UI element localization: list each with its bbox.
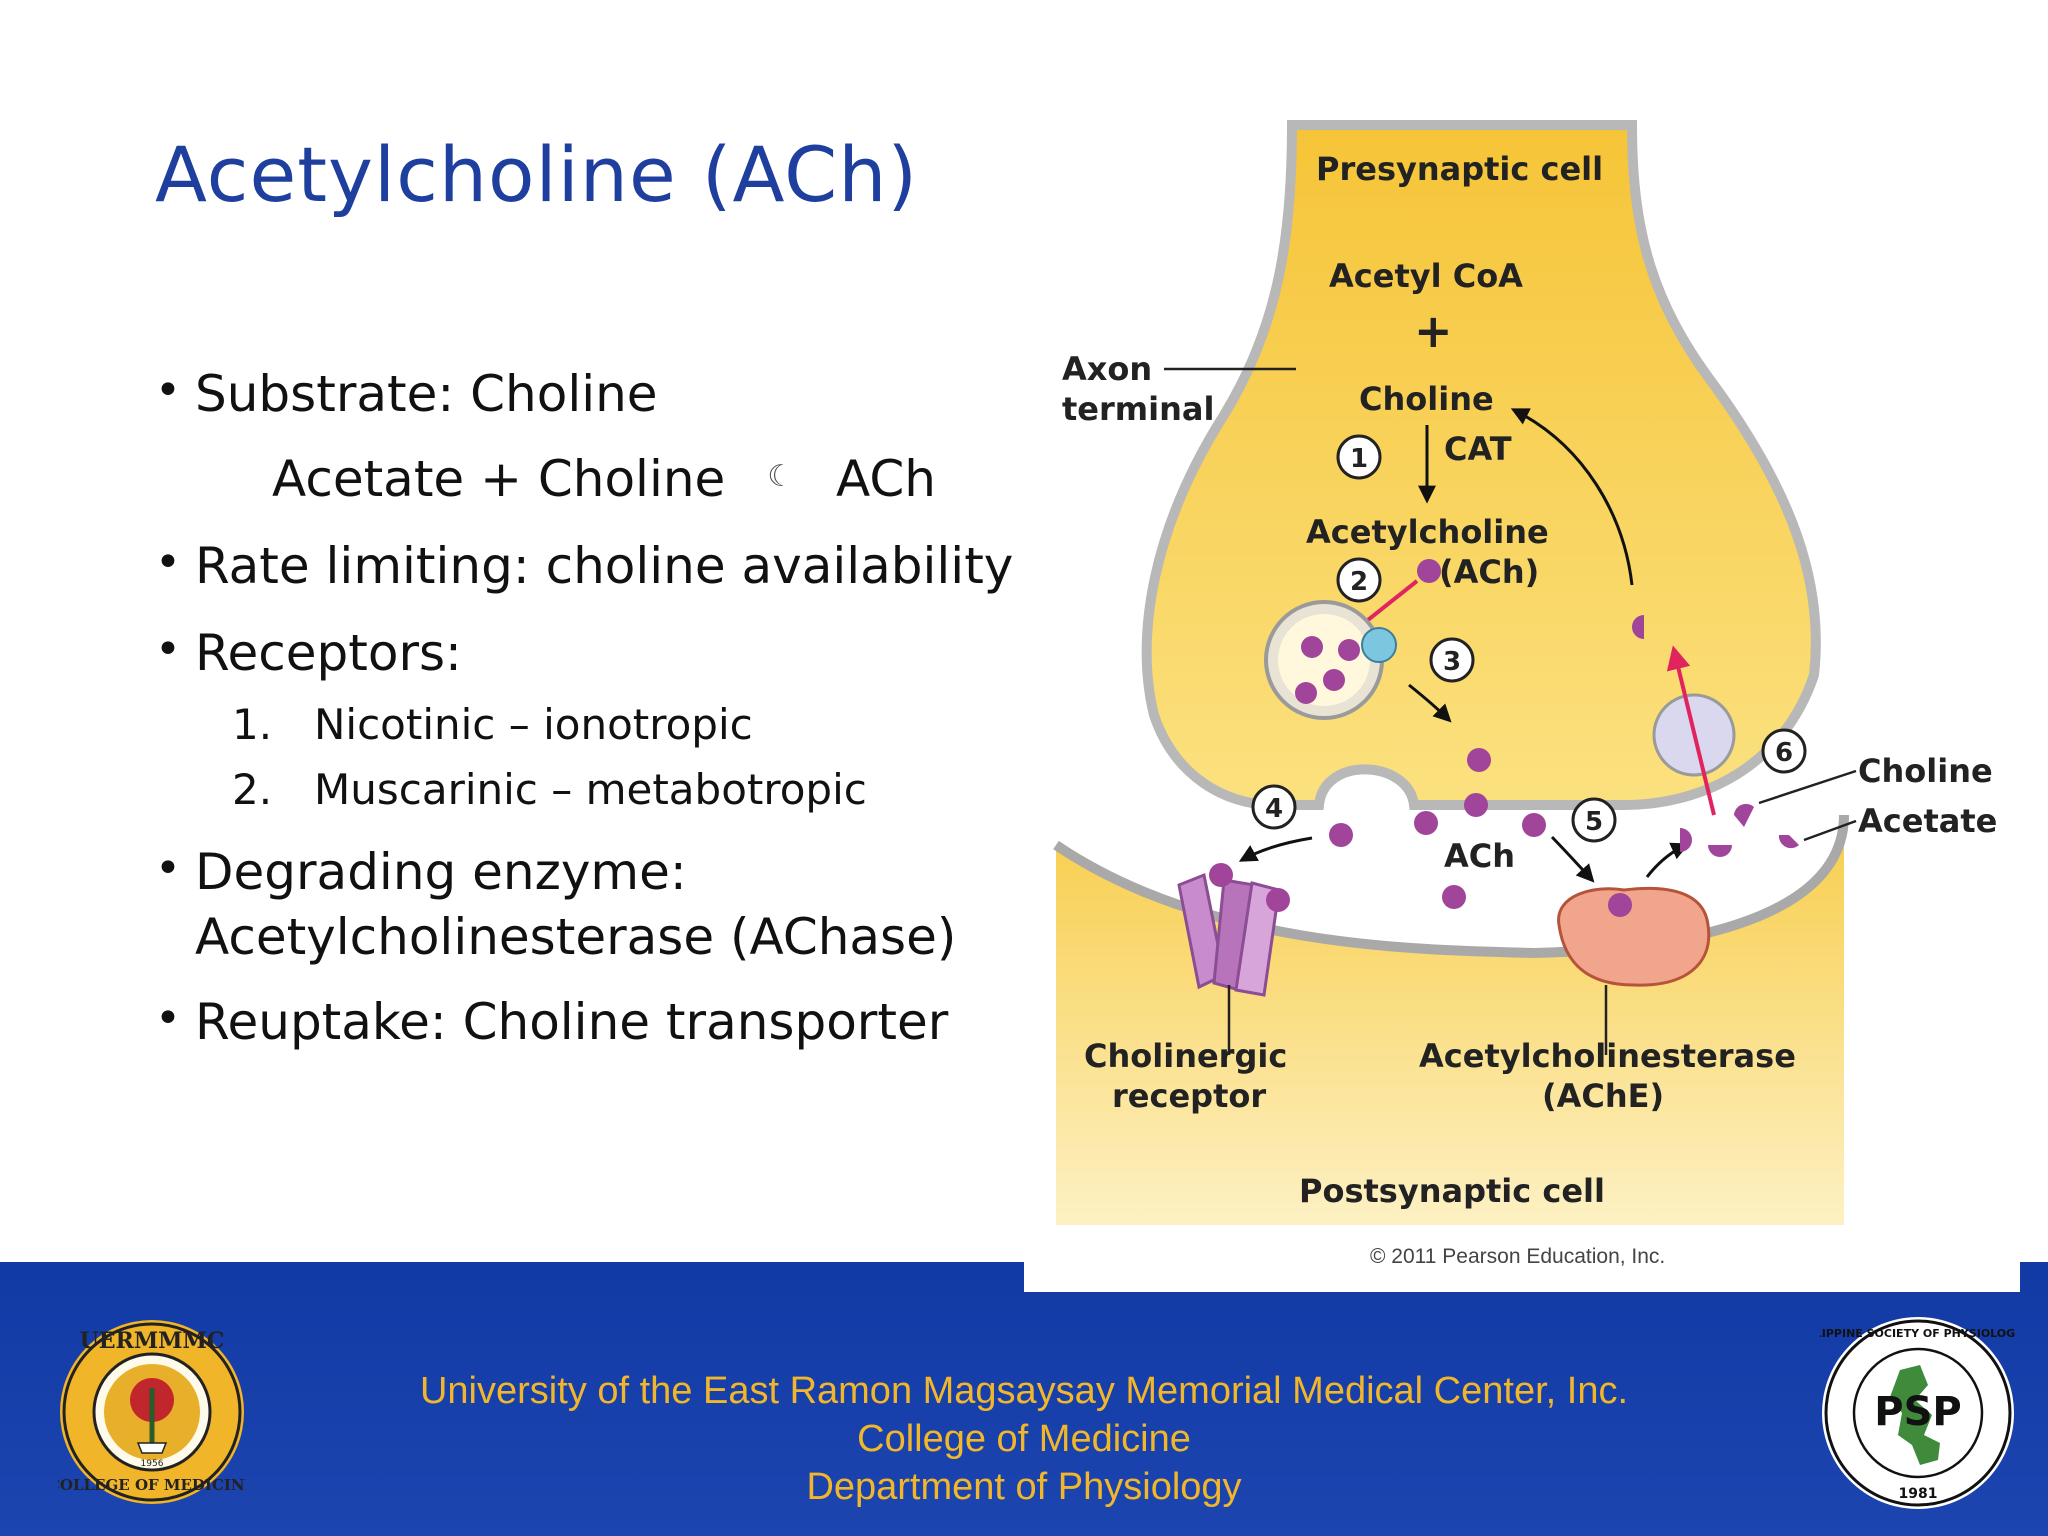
synaptic-vesicle — [1264, 600, 1397, 720]
receptor-label-line1: Cholinergic — [1084, 1037, 1287, 1075]
step-markers: 1 2 3 4 5 6 — [1251, 434, 1807, 843]
credit-box — [1024, 1240, 2020, 1292]
footer-institution: University of the East Ramon Magsaysay M… — [419, 1370, 1629, 1412]
acetyl-coa-label: Acetyl CoA — [1329, 257, 1523, 295]
acetylcholine-label: Acetylcholine — [1306, 513, 1549, 551]
axon-terminal-label: Axon terminal — [1062, 350, 1296, 428]
footer-band — [0, 1262, 2048, 1536]
breakdown-products — [1632, 615, 1799, 857]
bullet-text: Rate limiting: choline availability — [195, 537, 1014, 595]
receptor-item-nicotinic: 1. Nicotinic – ionotropic — [232, 700, 753, 749]
receptor-num: 2. — [232, 765, 273, 814]
bullet-dot: • — [155, 365, 181, 416]
ach-molecule — [1417, 559, 1441, 583]
choline-label: Choline — [1359, 380, 1494, 418]
plus-sign: + — [1414, 304, 1453, 358]
psp-logo: PSP PHILIPPINE SOCIETY OF PHYSIOLOGISTS … — [1820, 1317, 2016, 1509]
reaction-reactants: Acetate + Choline — [272, 450, 726, 508]
footer-college: College of Medicine — [857, 1418, 1191, 1460]
step-1-label: 1 — [1350, 444, 1368, 474]
cat-label: CAT — [1444, 430, 1512, 468]
receptor-label-line2: receptor — [1112, 1077, 1266, 1115]
ache-enzyme — [1557, 886, 1711, 1055]
psp-year: 1981 — [1899, 1486, 1938, 1502]
psp-center-text: PSP — [1874, 1389, 1961, 1435]
step-6-label: 6 — [1775, 738, 1793, 768]
enzyme-name: Acetylcholinesterase (AChase) — [195, 908, 957, 966]
step-2-label: 2 — [1350, 567, 1368, 597]
bullet-text: Degrading enzyme: — [195, 843, 687, 901]
step-5-label: 5 — [1585, 807, 1603, 837]
binding-arrow — [1238, 836, 1313, 862]
slide-title: Acetylcholine (ACh) — [155, 130, 919, 219]
recycle-arrow — [1510, 408, 1634, 586]
right-acetate-label: Acetate — [1858, 802, 1997, 840]
step-4-label: 4 — [1265, 794, 1283, 824]
presynaptic-label: Presynaptic cell — [1316, 150, 1603, 188]
ach-paren-label: (ACh) — [1439, 553, 1539, 591]
bullet-dot: • — [155, 993, 181, 1044]
cleft-ach-label: ACh — [1444, 837, 1515, 875]
bullet-text: Receptors: — [195, 624, 462, 682]
psp-ring-text: PHILIPPINE SOCIETY OF PHYSIOLOGISTS — [1820, 1327, 2016, 1340]
receptor-num: 1. — [232, 700, 273, 749]
reaction-equation: Acetate + Choline ☾ ACh — [272, 450, 936, 508]
cleft-ach-molecules — [1329, 748, 1546, 909]
receptor-text: Muscarinic – metabotropic — [314, 765, 867, 814]
synapse-diagram: Axon terminal Presynaptic cell Acetyl Co… — [1053, 120, 1997, 1225]
cholinergic-receptor — [1177, 863, 1290, 1055]
footer-department: Department of Physiology — [806, 1466, 1242, 1508]
seal-top-text: UERMMMC — [80, 1328, 225, 1354]
postsynaptic-cell — [1053, 814, 1849, 1225]
bullet-dot: • — [155, 537, 181, 588]
ache-label-line1: Acetylcholinesterase — [1419, 1037, 1796, 1075]
seal-year: 1956 — [141, 1459, 164, 1469]
step-3-label: 3 — [1443, 647, 1461, 677]
receptor-item-muscarinic: 2. Muscarinic – metabotropic — [232, 765, 867, 814]
right-choline-label: Choline — [1858, 752, 1993, 790]
bullet-dot: • — [155, 624, 181, 675]
bullet-text: Reuptake: Choline transporter — [195, 993, 949, 1051]
seal-bottom-text: COLLEGE OF MEDICINE — [58, 1476, 246, 1494]
bullet-text: Substrate: Choline — [195, 365, 658, 423]
reaction-product: ACh — [836, 450, 936, 508]
receptor-text: Nicotinic – ionotropic — [314, 700, 753, 749]
reaction-arrow-icon: ☾ — [767, 459, 795, 494]
hydrolysis-arrow — [1550, 835, 1595, 883]
uermmmc-seal-logo: UERMMMC COLLEGE OF MEDICINE 1956 — [58, 1320, 246, 1504]
axon-label-line2: terminal — [1062, 390, 1214, 428]
axon-label-line1: Axon — [1062, 350, 1152, 388]
bullet-dot: • — [155, 843, 181, 894]
exocytosis-arrow — [1408, 683, 1452, 723]
copyright-credit: © 2011 Pearson Education, Inc. — [1370, 1245, 1666, 1268]
ache-label-line2: (AChE) — [1542, 1077, 1664, 1115]
reuptake-arrow — [1666, 645, 1716, 816]
postsynaptic-label: Postsynaptic cell — [1299, 1172, 1605, 1210]
